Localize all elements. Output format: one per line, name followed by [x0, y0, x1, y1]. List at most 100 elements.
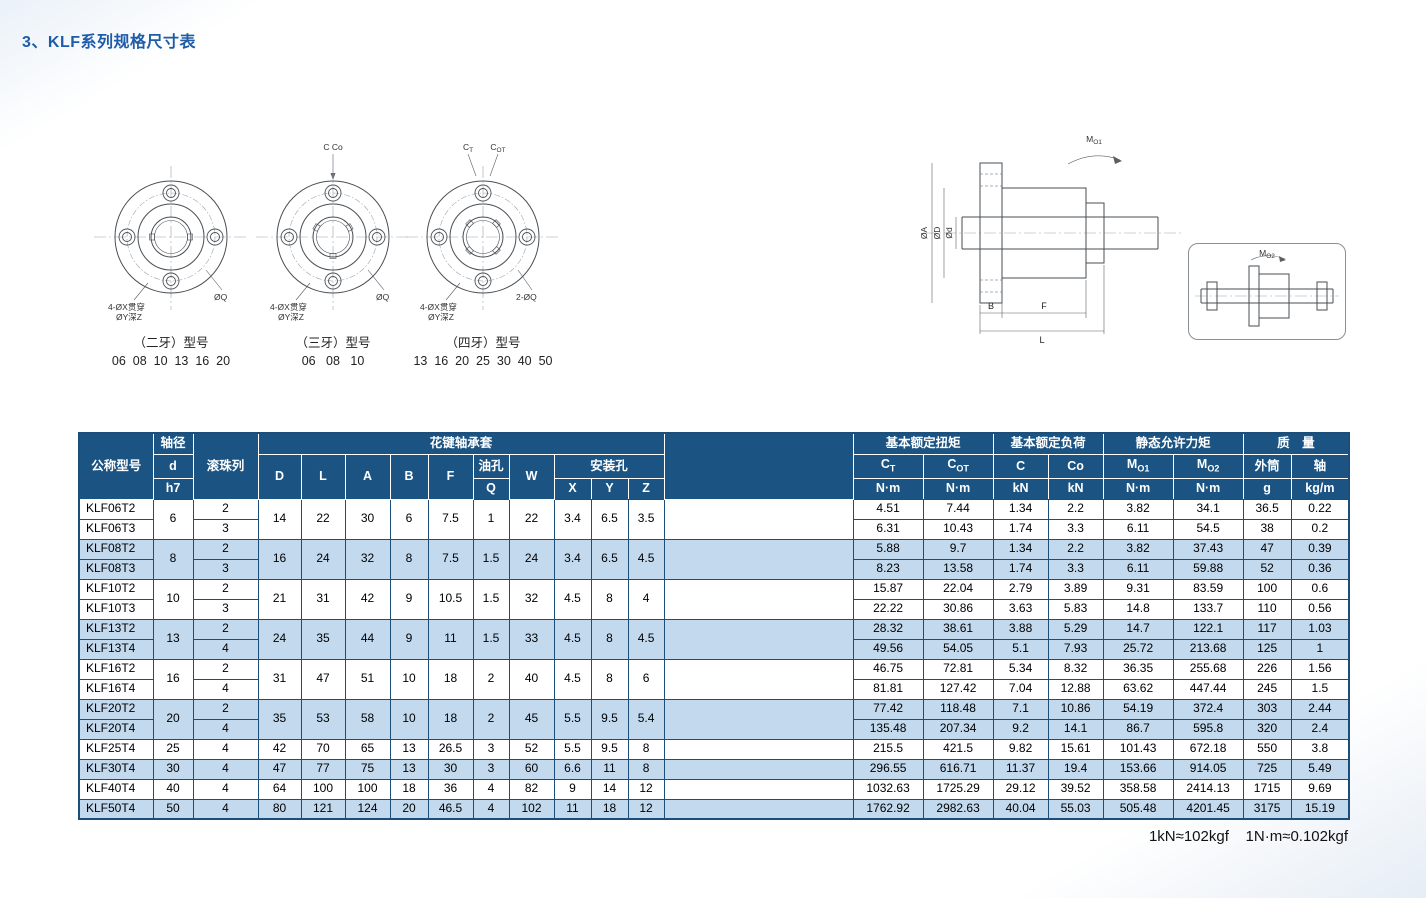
cell-shaft-kgm: 2.4: [1290, 718, 1350, 740]
cell-Co: 7.93: [1047, 638, 1104, 660]
model-cell: KLF16T4: [78, 678, 154, 700]
cell-shaft-kgm: 3.8: [1290, 738, 1350, 760]
cell-Y: 18: [590, 798, 629, 820]
front-view-two-key: ØQ 4-ØX贯穿 ØY深Z （二牙）型号 06 08 10 13 16 20: [86, 140, 256, 368]
cell-CT: 1032.63: [852, 778, 924, 800]
cell-W: 33: [508, 618, 555, 660]
cell-MO2: 914.05: [1172, 758, 1244, 780]
cell-ball-rows: 4: [192, 758, 259, 780]
cell-X: 6.6: [553, 758, 592, 780]
cell-B: 8: [389, 538, 429, 580]
cell-MO2: 37.43: [1172, 538, 1244, 560]
spec-table-container: 公称型号 轴径 滚珠列 花键轴承套 基本额定扭矩 基本额定负荷 静态允许力矩 质…: [78, 432, 1351, 820]
cell-Co: 55.03: [1047, 798, 1104, 820]
col-header-Z: Z: [627, 477, 665, 500]
svg-text:ØD: ØD: [932, 227, 942, 240]
shaft-outline: [1200, 288, 1334, 304]
flange-front-view-drawing: CT COT 2-ØQ 4-ØX贯穿: [406, 142, 560, 322]
gap-cell: [663, 798, 854, 820]
cell-A: 65: [344, 738, 391, 760]
cell-COT: 38.61: [922, 618, 994, 640]
cell-L: 100: [300, 778, 346, 800]
cell-MO1: 3.82: [1102, 538, 1174, 560]
col-header-co: Co: [1047, 453, 1104, 479]
hidden-bolt-holes: [980, 173, 1002, 293]
cell-Z: 8: [627, 758, 665, 780]
cell-D: 35: [257, 698, 302, 740]
cell-W: 22: [508, 498, 555, 540]
col-header-X: X: [553, 477, 592, 500]
cell-Z: 4.5: [627, 538, 665, 580]
col-header-c: C: [992, 453, 1049, 479]
nut-nose: [1085, 202, 1105, 264]
cell-Q: 1: [472, 498, 510, 540]
cell-outer-g: 110: [1242, 598, 1292, 620]
hole-diameter-label: ØQ: [376, 292, 390, 302]
cell-Q: 1.5: [472, 578, 510, 620]
cell-C: 1.74: [992, 558, 1049, 580]
torque-rating-label: CT: [463, 142, 473, 154]
cell-L: 24: [300, 538, 346, 580]
cell-MO1: 9.31: [1102, 578, 1174, 600]
cell-COT: 207.34: [922, 718, 994, 740]
cell-COT: 13.58: [922, 558, 994, 580]
cell-C: 9.82: [992, 738, 1049, 760]
cell-MO2: 83.59: [1172, 578, 1244, 600]
end-collar: [1316, 281, 1328, 311]
cell-shaft-d: 20: [152, 698, 194, 740]
cell-outer-g: 36.5: [1242, 498, 1292, 520]
unit-nm: N·m: [852, 477, 924, 500]
cell-Co: 12.88: [1047, 678, 1104, 700]
dim-l-label: L: [1039, 335, 1044, 345]
cell-CT: 5.88: [852, 538, 924, 560]
svg-text:ØA: ØA: [919, 227, 929, 240]
svg-text:Ød: Ød: [944, 227, 954, 239]
model-cell: KLF08T2: [78, 538, 154, 560]
cell-COT: 72.81: [922, 658, 994, 680]
cell-shaft-kgm: 15.19: [1290, 798, 1350, 820]
unit-g: g: [1242, 477, 1292, 500]
cell-MO1: 505.48: [1102, 798, 1174, 820]
unit-kgm: kg/m: [1290, 477, 1350, 500]
cell-D: 42: [257, 738, 302, 760]
cell-outer-g: 725: [1242, 758, 1292, 780]
model-cell: KLF10T2: [78, 578, 154, 600]
moment-mo1-label: MO1: [1086, 134, 1102, 146]
nut-body: [1258, 273, 1290, 319]
unit-kn: kN: [992, 477, 1049, 500]
cell-Co: 39.52: [1047, 778, 1104, 800]
cell-Q: 1.5: [472, 618, 510, 660]
cell-ball-rows: 4: [192, 718, 259, 740]
cell-Co: 19.4: [1047, 758, 1104, 780]
cell-outer-g: 100: [1242, 578, 1292, 600]
cell-shaft-d: 13: [152, 618, 194, 660]
cell-shaft-kgm: 0.2: [1290, 518, 1350, 540]
cell-ball-rows: 3: [192, 518, 259, 540]
cell-Y: 9.5: [590, 738, 629, 760]
cell-MO1: 63.62: [1102, 678, 1174, 700]
bolt-depth-note: ØY深Z: [116, 312, 142, 322]
cell-A: 75: [344, 758, 391, 780]
cell-D: 24: [257, 618, 302, 660]
cell-D: 16: [257, 538, 302, 580]
cell-Q: 2: [472, 658, 510, 700]
cell-L: 77: [300, 758, 346, 780]
cell-ball-rows: 3: [192, 558, 259, 580]
col-header-h7: h7: [152, 477, 194, 500]
shaft-assembly-drawing: MO2: [1195, 248, 1339, 327]
cell-W: 102: [508, 798, 555, 820]
cell-MO1: 14.8: [1102, 598, 1174, 620]
cell-F: 30: [427, 758, 474, 780]
cell-C: 3.88: [992, 618, 1049, 640]
cell-ball-rows: 2: [192, 698, 259, 720]
cell-shaft-kgm: 5.49: [1290, 758, 1350, 780]
cell-CT: 1762.92: [852, 798, 924, 820]
cell-shaft-d: 10: [152, 578, 194, 620]
cell-C: 11.37: [992, 758, 1049, 780]
